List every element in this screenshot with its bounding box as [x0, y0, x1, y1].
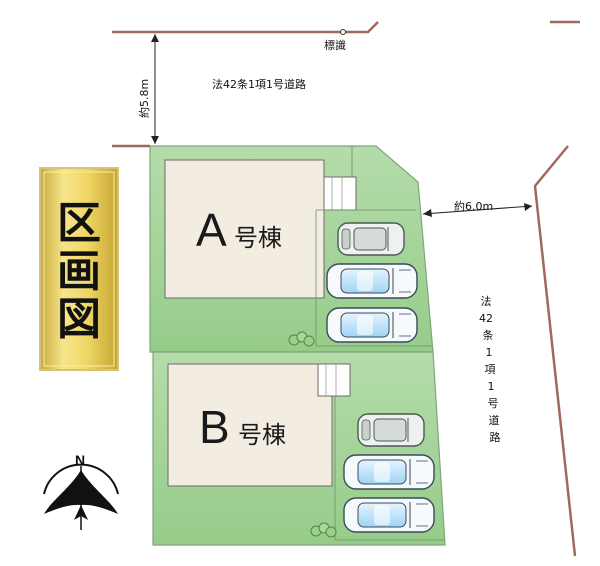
dim-arrow-icon: [524, 203, 532, 211]
lot-b-letter: B: [199, 401, 230, 453]
east-road-char: 法: [481, 294, 492, 308]
lot-a-building: [164, 159, 325, 299]
east-road-label: 法 42 条 1 項 1 号 道 路: [479, 294, 501, 444]
plan-title: 区 画 図: [39, 167, 119, 371]
north-road-width-label: 約5.8m: [137, 79, 151, 118]
north-road: 標識 法42条1項1号道路 約5.8m: [112, 20, 580, 148]
dim-arrow-icon: [151, 136, 159, 144]
sign-label: 標識: [324, 38, 346, 52]
east-road-char: 項: [485, 363, 496, 376]
lot-b: B 号棟: [152, 351, 446, 546]
sign-marker-icon: [340, 29, 346, 35]
east-road-char: 路: [490, 431, 501, 444]
title-char: 区: [57, 198, 101, 249]
east-road-char: 1: [488, 380, 495, 393]
lot-b-building: [167, 363, 333, 487]
east-road-dim-line: [422, 205, 533, 215]
lot-b-entrance-steps: [317, 363, 351, 397]
lot-a-parking-boundary: [315, 210, 433, 347]
compass-icon: N: [43, 452, 119, 530]
east-road-edge: [533, 145, 577, 557]
title-char: 図: [57, 294, 101, 345]
title-char: 画: [57, 246, 101, 297]
lot-a-letter: A: [196, 204, 227, 256]
car-icon: [343, 497, 435, 533]
east-road-char: 1: [486, 346, 493, 359]
east-road-char: 道: [489, 413, 500, 427]
north-road-label: 法42条1項1号道路: [212, 77, 306, 91]
east-road-char: 42: [479, 312, 493, 325]
compass-north-label: N: [75, 452, 85, 468]
lot-a-suffix: 号棟: [234, 224, 282, 252]
dim-arrow-icon: [151, 34, 159, 42]
car-icon: [357, 413, 425, 447]
car-icon: [343, 454, 435, 490]
car-icon: [337, 222, 405, 256]
lot-b-parking-boundary: [334, 396, 445, 541]
east-road: 約6.0m 法 42 条 1 項 1 号 道 路: [422, 145, 577, 557]
lot-a: A 号棟: [149, 145, 434, 353]
dim-arrow-icon: [423, 209, 432, 217]
east-road-char: 号: [488, 397, 499, 410]
north-road-edge: [112, 21, 379, 34]
car-icon: [326, 263, 418, 299]
car-icon: [326, 307, 418, 343]
title-plaque: [39, 167, 119, 371]
east-road-char: 条: [483, 328, 494, 342]
lot-a-entrance-steps: [323, 176, 357, 211]
lot-b-suffix: 号棟: [238, 421, 286, 449]
east-road-width-label: 約6.0m: [454, 199, 493, 213]
